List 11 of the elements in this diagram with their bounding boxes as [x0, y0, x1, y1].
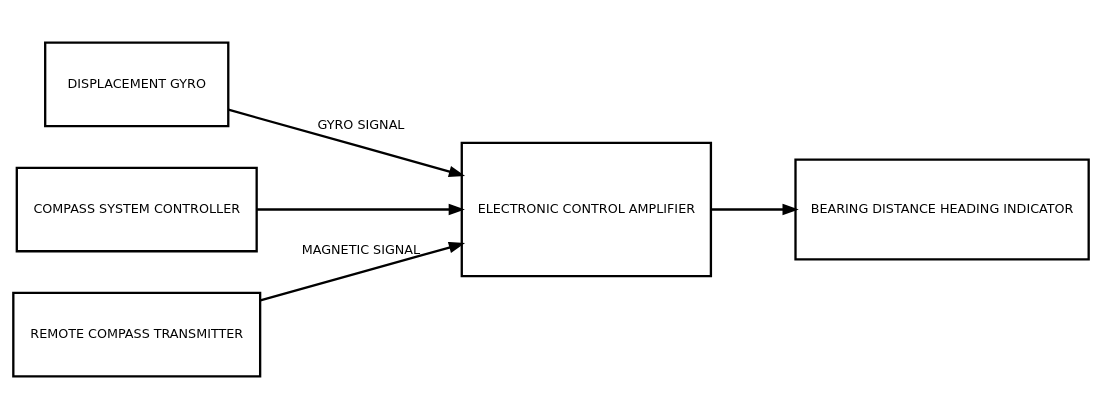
arrow — [228, 108, 466, 177]
node-box: DISPLACEMENT GYRO — [44, 41, 230, 128]
node-box: BEARING DISTANCE HEADING INDICATOR — [794, 158, 1090, 261]
edge-label: MAGNETIC SIGNAL — [301, 242, 421, 258]
arrow — [711, 203, 799, 216]
arrow — [260, 242, 466, 302]
node-box: ELECTRONIC CONTROL AMPLIFIER — [460, 141, 713, 278]
arrow — [256, 203, 465, 216]
edge-label: GYRO SIGNAL — [317, 117, 405, 133]
node-box: COMPASS SYSTEM CONTROLLER — [15, 166, 258, 253]
node-box: REMOTE COMPASS TRANSMITTER — [12, 291, 262, 378]
